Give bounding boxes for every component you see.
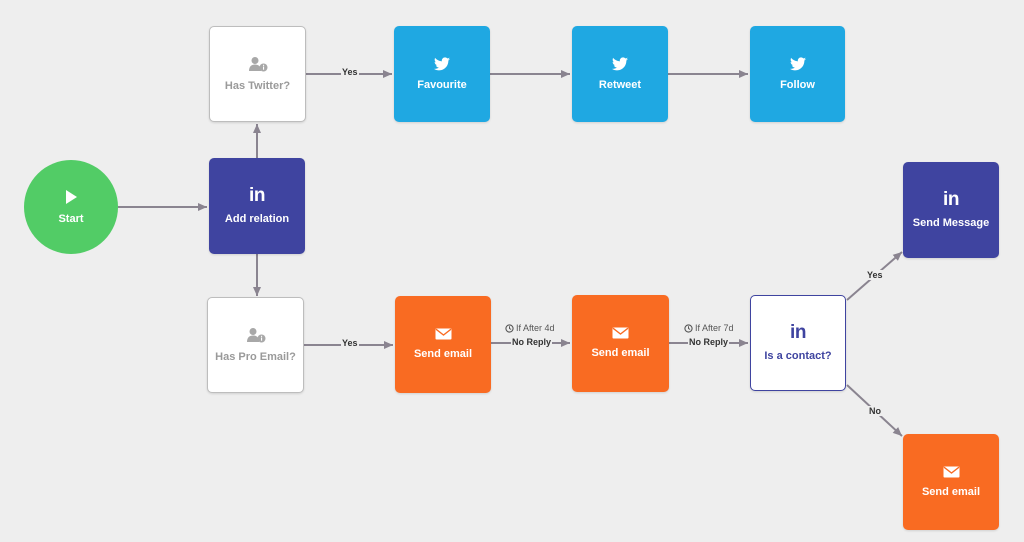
user-info-icon [248, 56, 267, 71]
retweet-label: Retweet [598, 78, 642, 91]
linkedin-icon: in [790, 322, 806, 343]
has-twitter-label: Has Twitter? [224, 79, 291, 92]
edge-condition-4d: If After 4d [505, 323, 555, 333]
edge-label-no-contact: No [868, 406, 882, 416]
edge-label-no-reply-2: No Reply [688, 337, 730, 347]
retweet-node[interactable]: Retweet [572, 26, 668, 122]
favourite-label: Favourite [417, 78, 467, 91]
is-contact-label: Is a contact? [764, 350, 832, 362]
send-email-node-1[interactable]: Send email [395, 296, 491, 393]
has-twitter-node[interactable]: Has Twitter? [209, 26, 306, 122]
edge-condition-7d-label: If After 7d [695, 323, 734, 333]
play-icon [66, 189, 77, 204]
send-email-node-2[interactable]: Send email [572, 295, 669, 392]
twitter-bird-icon [434, 56, 450, 70]
linkedin-icon: in [249, 185, 265, 206]
edge-label-yes-email: Yes [341, 338, 359, 348]
twitter-bird-icon [612, 56, 628, 70]
edge-condition-4d-label: If After 4d [516, 323, 555, 333]
edge-label-yes-contact: Yes [866, 270, 884, 280]
send-message-node[interactable]: in Send Message [903, 162, 999, 258]
clock-icon [505, 323, 514, 333]
add-relation-label: Add relation [224, 213, 290, 225]
has-pro-email-label: Has Pro Email? [215, 350, 296, 363]
envelope-icon [943, 466, 959, 477]
send-email-label-3: Send email [921, 485, 981, 498]
send-message-label: Send Message [912, 217, 990, 229]
clock-icon [684, 323, 693, 333]
edge-label-no-reply-1: No Reply [511, 337, 553, 347]
user-info-icon [246, 327, 265, 342]
follow-label: Follow [780, 78, 815, 91]
follow-node[interactable]: Follow [750, 26, 845, 122]
add-relation-node[interactable]: in Add relation [209, 158, 305, 254]
linkedin-icon: in [943, 189, 959, 210]
send-email-node-3[interactable]: Send email [903, 434, 999, 530]
send-email-label-1: Send email [413, 348, 473, 360]
edge-condition-7d: If After 7d [684, 323, 734, 333]
send-email-label-2: Send email [591, 347, 650, 359]
start-node[interactable]: Start [24, 160, 118, 254]
twitter-bird-icon [789, 56, 806, 70]
is-contact-node[interactable]: in Is a contact? [750, 295, 846, 391]
edge-label-yes-twitter: Yes [341, 67, 359, 77]
envelope-icon [435, 328, 451, 340]
has-pro-email-node[interactable]: Has Pro Email? [207, 297, 304, 393]
start-label: Start [58, 212, 84, 225]
envelope-icon [612, 327, 629, 339]
favourite-node[interactable]: Favourite [394, 26, 490, 122]
